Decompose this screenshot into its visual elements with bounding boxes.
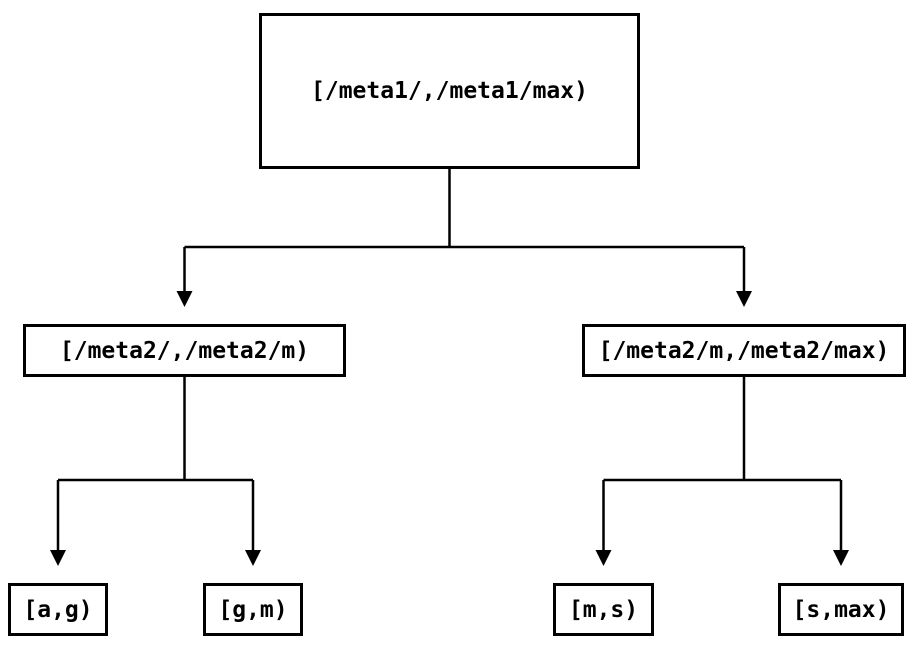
edge-left-stub xyxy=(58,377,253,482)
node-root-label: [/meta1/,/meta1/max) xyxy=(311,78,588,104)
node-meta2-left: [/meta2/,/meta2/m) xyxy=(23,324,346,377)
edge-root-left xyxy=(176,247,193,307)
node-leaf-smax: [s,max) xyxy=(778,583,904,636)
edge-root-right xyxy=(736,247,752,307)
node-leaf-ms: [m,s) xyxy=(553,583,654,636)
node-meta2-right-label: [/meta2/m,/meta2/max) xyxy=(598,337,890,364)
arrowhead-down-icon xyxy=(50,550,66,566)
arrowhead-down-icon xyxy=(245,550,261,566)
edge-root-stub xyxy=(184,169,744,249)
node-leaf-ms-label: [m,s) xyxy=(568,596,639,623)
arrowhead-down-icon xyxy=(736,291,752,307)
node-meta2-left-label: [/meta2/,/meta2/m) xyxy=(59,337,310,364)
arrowhead-down-icon xyxy=(595,550,612,566)
node-leaf-smax-label: [s,max) xyxy=(792,596,890,623)
node-meta2-right: [/meta2/m,/meta2/max) xyxy=(582,324,906,377)
node-leaf-ag: [a,g) xyxy=(8,583,108,636)
node-leaf-gm: [g,m) xyxy=(203,583,303,636)
edge-left-leaf-gm xyxy=(245,480,261,566)
edge-right-stub xyxy=(603,377,841,482)
node-leaf-ag-label: [a,g) xyxy=(23,596,93,623)
node-root: [/meta1/,/meta1/max) xyxy=(259,13,640,169)
edge-left-leaf-ag xyxy=(50,480,66,566)
arrowhead-down-icon xyxy=(176,291,193,307)
node-leaf-gm-label: [g,m) xyxy=(218,596,288,623)
edge-right-leaf-ms xyxy=(595,480,612,566)
arrowhead-down-icon xyxy=(833,550,849,566)
edge-right-leaf-smax xyxy=(833,480,849,566)
